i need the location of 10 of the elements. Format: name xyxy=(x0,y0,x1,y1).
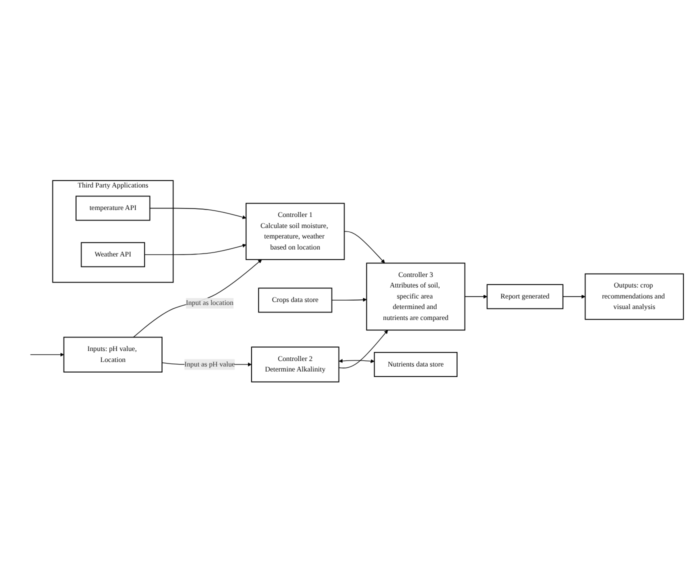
arrow xyxy=(144,244,246,255)
arrow xyxy=(133,259,262,338)
arrow xyxy=(562,294,586,298)
arrow xyxy=(344,230,385,264)
arrow xyxy=(150,208,246,219)
arrow xyxy=(331,298,367,302)
arrow xyxy=(30,352,64,356)
arrow xyxy=(338,330,388,368)
arrow xyxy=(338,358,375,363)
arrow xyxy=(464,294,488,298)
